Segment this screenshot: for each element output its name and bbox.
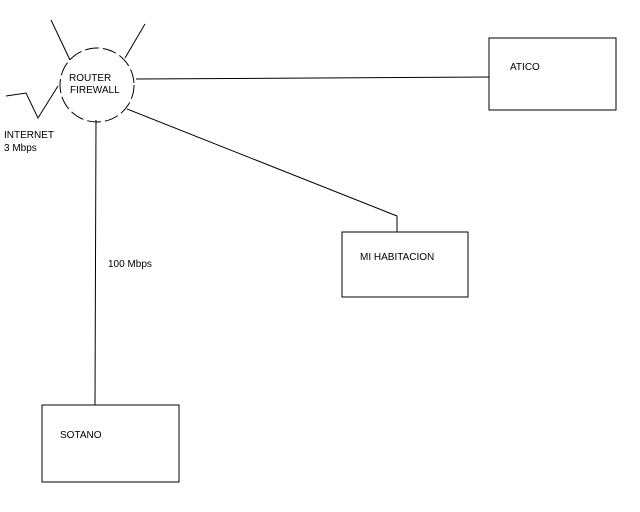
router-label-line2: FIREWALL <box>70 85 120 96</box>
link-router-sotano <box>94 119 97 406</box>
room-atico-box <box>488 37 617 111</box>
internet-label-line1: INTERNET <box>4 130 54 141</box>
link-router-atico <box>135 76 490 80</box>
room-sotano: SOTANO <box>41 404 180 483</box>
router-label-line1: ROUTER <box>69 73 111 84</box>
connections <box>94 76 490 406</box>
link-speed-label: 100 Mbps <box>108 259 152 270</box>
internet-label-line2: 3 Mbps <box>4 143 37 154</box>
router-node: ROUTER FIREWALL <box>50 19 146 123</box>
room-habitacion: MI HABITACION <box>341 231 469 298</box>
room-sotano-label: SOTANO <box>60 430 102 441</box>
room-habitacion-box <box>341 231 469 298</box>
router-antenna-right <box>124 23 146 59</box>
link-router-habitacion <box>126 108 398 232</box>
internet-lightning-icon <box>5 85 59 120</box>
router-circle <box>59 47 135 123</box>
router-antenna-left <box>50 19 71 61</box>
room-habitacion-label: MI HABITACION <box>360 252 434 263</box>
room-sotano-box <box>41 404 180 483</box>
room-atico-label: ATICO <box>510 62 540 73</box>
room-atico: ATICO <box>488 37 617 111</box>
